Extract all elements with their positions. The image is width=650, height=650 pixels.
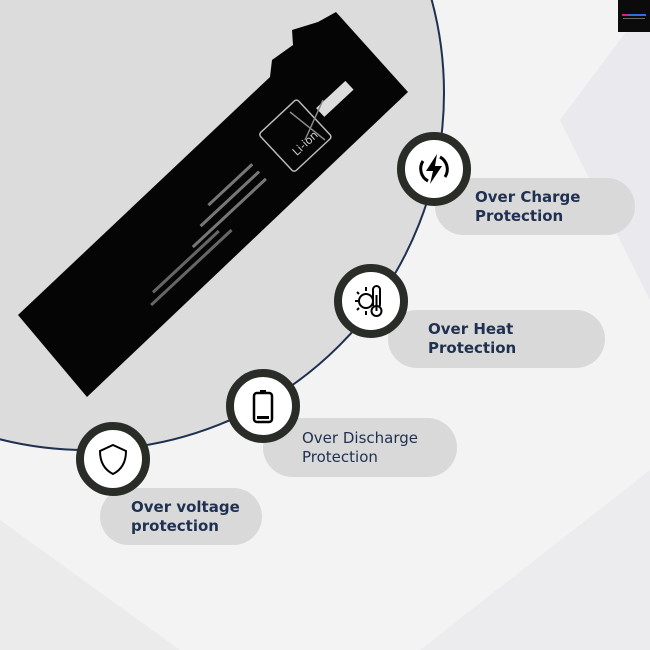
- over-discharge-badge: [226, 369, 300, 443]
- feature-subtitle: Protection: [302, 447, 378, 466]
- feature-over-discharge: Over Discharge Protection: [263, 418, 457, 477]
- feature-over-heat: Over Heat Protection: [388, 310, 605, 368]
- battery-image: Li-ion: [18, 12, 408, 397]
- bg-facet: [0, 520, 180, 650]
- thermometer-sun-icon: [355, 285, 383, 317]
- lightning-bolt-icon: [419, 154, 449, 184]
- over-voltage-badge: [76, 422, 150, 496]
- feature-title: Over Charge: [475, 187, 581, 206]
- bg-facet: [420, 470, 650, 650]
- battery-low-icon: [252, 390, 274, 424]
- shield-icon: [98, 443, 128, 476]
- feature-subtitle: Protection: [475, 206, 564, 225]
- brand-logo: [618, 0, 650, 32]
- feature-title: Over Heat: [428, 320, 514, 338]
- feature-subtitle: protection: [131, 516, 219, 535]
- feature-title: Over voltage: [131, 497, 240, 516]
- over-heat-badge: [334, 264, 408, 338]
- feature-over-charge: Over Charge Protection: [435, 178, 635, 235]
- over-charge-badge: [397, 132, 471, 206]
- bg-facet: [560, 0, 650, 300]
- feature-title: Over Discharge: [302, 428, 418, 447]
- feature-subtitle: Protection: [428, 339, 517, 357]
- feature-over-voltage: Over voltage protection: [100, 488, 262, 545]
